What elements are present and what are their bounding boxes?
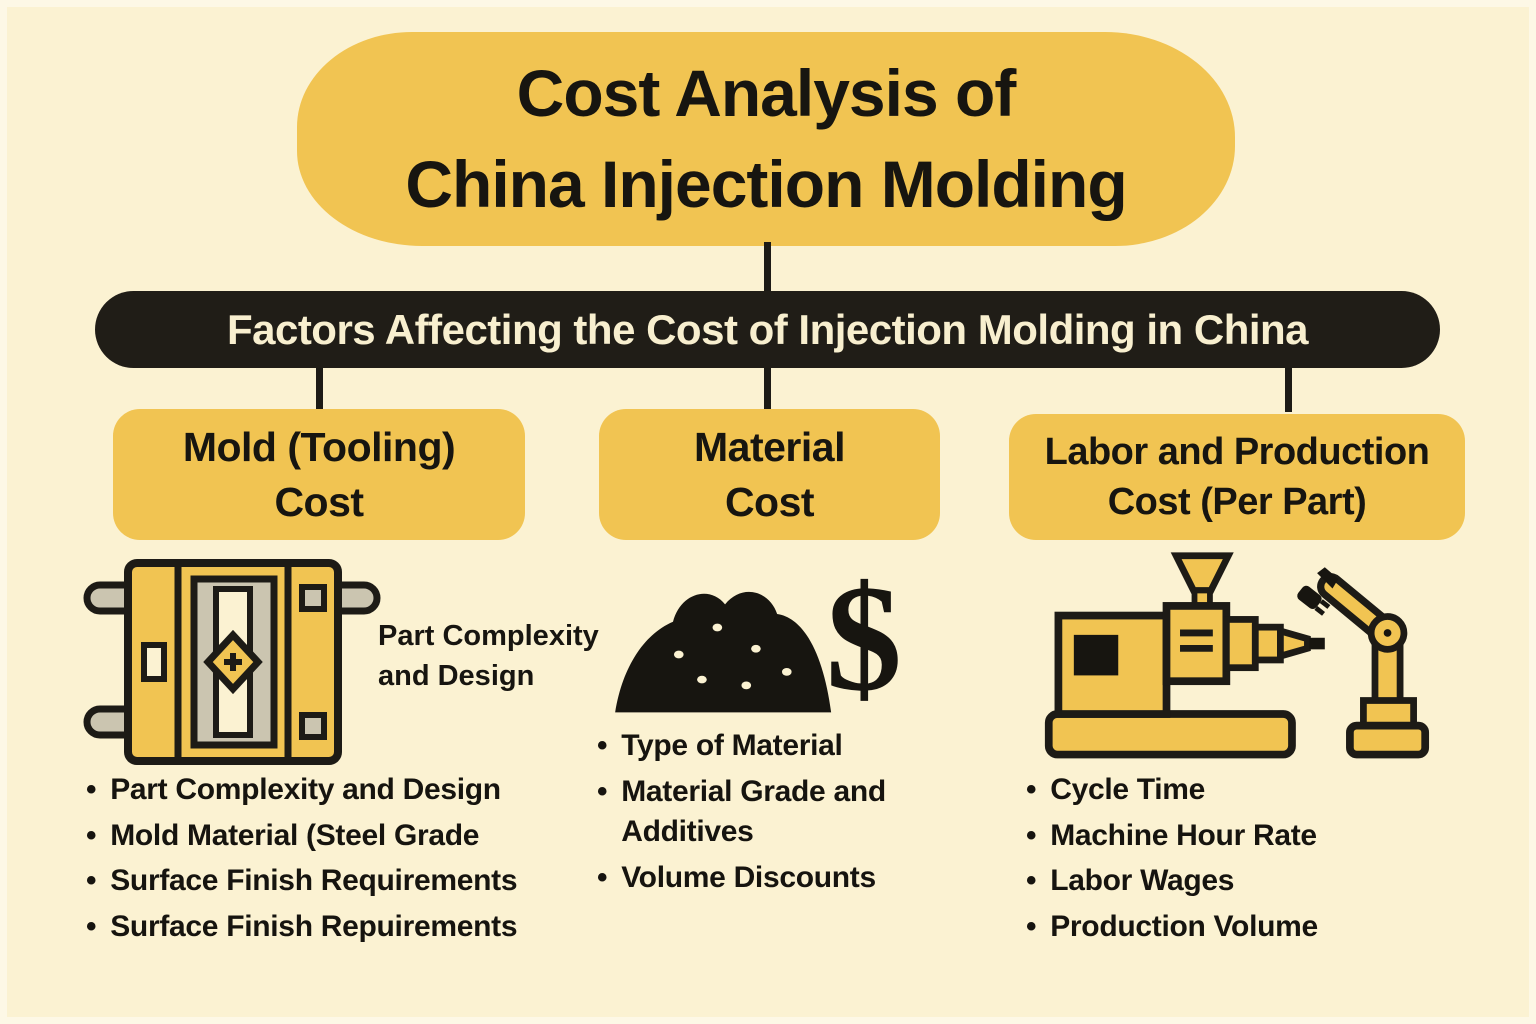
page-title-line-1: Cost Analysis of: [516, 55, 1017, 130]
factors-banner: Factors Affecting the Cost of Injection …: [95, 291, 1440, 368]
category-title-line: Labor and Production: [1044, 430, 1430, 473]
category-title-line: Cost (Per Part): [1107, 481, 1367, 523]
list-item: • Labor Wages: [1026, 861, 1446, 902]
list-item: • Surface Finish Requirements: [86, 861, 586, 902]
list-item: • Production Volume: [1026, 907, 1446, 948]
material-cost-bullet-list: • Type of Material • Material Grade and …: [597, 726, 937, 903]
category-title-line: Cost: [724, 478, 815, 525]
category-title-line: Cost: [274, 478, 364, 525]
bullet-dot: •: [86, 909, 97, 943]
connector-banner-to-labor: [1285, 366, 1292, 412]
bullet-text: Production Volume: [1050, 909, 1318, 943]
mold-icon: [82, 556, 382, 768]
list-item: • Type of Material: [597, 726, 937, 767]
bullet-text: Surface Finish Requirements: [110, 864, 518, 897]
bullet-text: Cycle Time: [1050, 773, 1206, 806]
bullet-dot: •: [1026, 773, 1037, 806]
connector-banner-to-mold: [316, 366, 323, 412]
connector-title-to-banner: [764, 242, 771, 294]
list-item: • Machine Hour Rate: [1026, 816, 1446, 857]
page-title-line-2: China Injection Molding: [405, 147, 1127, 221]
labor-cost-bullet-list: • Cycle Time • Machine Hour Rate • Labor…: [1026, 770, 1446, 952]
bullet-text: Surface Finish Repuirements: [110, 909, 518, 943]
bullet-dot: •: [86, 864, 97, 897]
bullet-dot: •: [1026, 909, 1037, 943]
bullet-text: Volume Discounts: [621, 860, 876, 894]
material-pile-dollar-icon: $: [608, 560, 900, 722]
mold-icon-caption: Part Complexity and Design: [378, 620, 599, 693]
bullet-text: Type of Material: [621, 729, 843, 762]
bullet-dot: •: [86, 818, 97, 852]
category-title-line: Mold (Tooling): [182, 424, 456, 471]
connector-banner-to-material: [764, 366, 771, 412]
bullet-dot: •: [597, 774, 608, 808]
bullet-dot: •: [597, 860, 608, 894]
injection-machine-robot-icon: [1040, 548, 1432, 770]
bullet-text: Material Grade and Additives: [621, 774, 886, 849]
bullet-dot: •: [86, 773, 97, 806]
bullet-text: Labor Wages: [1050, 864, 1235, 897]
category-box-labor-production-cost: Labor and Production Cost (Per Part): [1009, 414, 1465, 540]
list-item: • Mold Material (Steel Grade: [86, 816, 586, 857]
bullet-text: Mold Material (Steel Grade: [110, 818, 480, 852]
category-box-mold-tooling-cost: Mold (Tooling) Cost: [113, 409, 525, 540]
bullet-dot: •: [1026, 864, 1037, 897]
category-box-material-cost: Material Cost: [599, 409, 940, 540]
bullet-text: Machine Hour Rate: [1050, 818, 1317, 852]
list-item: • Part Complexity and Design: [86, 770, 586, 811]
mold-cost-bullet-list: • Part Complexity and Design • Mold Mate…: [86, 770, 586, 952]
list-item: • Cycle Time: [1026, 770, 1446, 811]
title-blob: Cost Analysis of China Injection Molding: [297, 32, 1235, 246]
svg-text:$: $: [826, 560, 900, 722]
list-item: • Volume Discounts: [597, 858, 937, 899]
bullet-dot: •: [1026, 818, 1037, 852]
list-item: • Surface Finish Repuirements: [86, 907, 586, 948]
factors-banner-text: Factors Affecting the Cost of Injection …: [226, 305, 1309, 353]
bullet-text: Part Complexity and Design: [110, 773, 501, 806]
list-item: • Material Grade and Additives: [597, 772, 937, 853]
bullet-dot: •: [597, 729, 608, 762]
category-title-line: Material: [694, 424, 845, 471]
